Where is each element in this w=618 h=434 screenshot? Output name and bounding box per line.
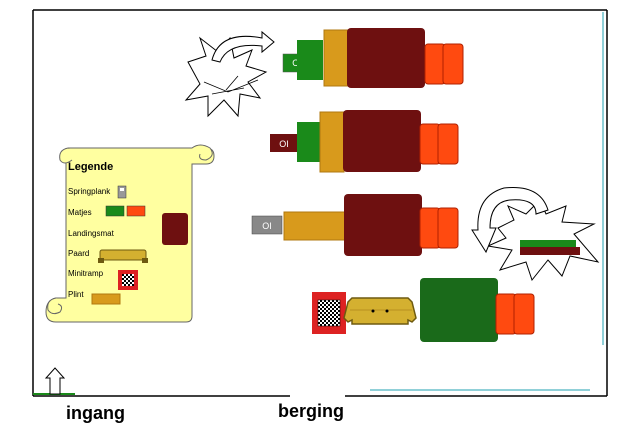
station-3: OI: [251, 194, 459, 256]
mini-trampoline: [312, 292, 346, 334]
mat-red: [419, 207, 441, 249]
mat-green: [297, 40, 323, 80]
legend-item-label: Minitramp: [68, 269, 104, 278]
springboard-label: OI: [279, 139, 289, 149]
mat-gold: [323, 29, 349, 87]
curved-arrow-icon: [211, 30, 275, 63]
legend-item-label: Plint: [68, 290, 84, 299]
curved-arrow-icon: [471, 186, 549, 254]
springboard-label: OI: [262, 221, 272, 231]
legend-item-label: Matjes: [68, 208, 92, 217]
station-4: [312, 278, 535, 342]
legend-item-label: Paard: [68, 249, 90, 258]
legend-scroll: [45, 144, 215, 323]
station-2: OI: [270, 110, 459, 173]
landing-mat-green: [420, 278, 498, 342]
mat-green: [297, 122, 321, 162]
mat-red: [424, 43, 446, 85]
vaulting-box: [283, 211, 347, 241]
mat-red: [437, 207, 459, 249]
landing-mat: [347, 28, 425, 88]
mat-red: [442, 43, 464, 85]
mat-green: [520, 240, 576, 247]
vaulting-horse-icon: [98, 249, 148, 263]
landing-mat: [343, 110, 421, 172]
legend-title: Legende: [68, 161, 114, 173]
burst-icon: [486, 199, 600, 282]
mat-maroon: [520, 247, 580, 255]
vaulting-box-icon: [91, 293, 121, 305]
mat-red: [419, 123, 441, 165]
storage-label: berging: [278, 401, 344, 421]
legend-item-label: Springplank: [68, 187, 111, 196]
mini-trampoline-icon: [118, 270, 138, 290]
entrance-arrow-icon: [44, 367, 66, 395]
mat-red: [437, 123, 459, 165]
room-walls: [32, 9, 608, 397]
station-1: OI: [282, 28, 464, 88]
vaulting-horse: [343, 297, 417, 325]
springboard: [251, 215, 283, 235]
legend-item-label: Landingsmat: [68, 229, 114, 238]
mats-icon: [105, 205, 146, 217]
mat-red: [513, 293, 535, 335]
landing-mat: [344, 194, 422, 256]
mat-red: [495, 293, 517, 335]
springboard: [270, 134, 298, 152]
mat-gold: [319, 111, 345, 173]
landing-mat-icon: [162, 213, 188, 245]
entrance-label: ingang: [66, 403, 125, 423]
springboard-icon: [117, 185, 127, 199]
